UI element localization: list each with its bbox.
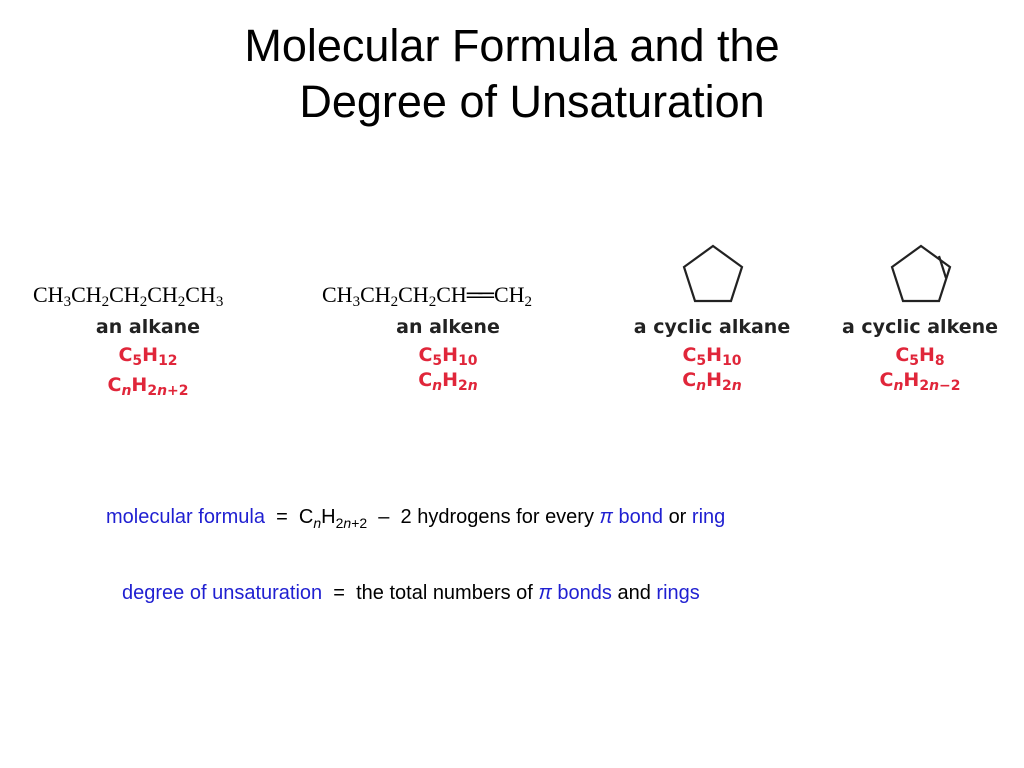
general-formula-cyclic-alkene: CnH2n−2 [879,369,961,394]
equation-degree-of-unsaturation: degree of unsaturation = the total numbe… [122,582,700,604]
label-alkane: an alkane [95,316,201,338]
title-line-1: Molecular Formula and the [244,20,780,71]
title-line-2: Degree of Unsaturation [299,76,765,127]
formula-cyclic-alkane: C5H10 [682,344,742,369]
general-formula-cyclic-alkane: CnH2n [682,369,742,394]
label-cyclic-alkene: a cyclic alkene [841,316,998,338]
alkane-structure: CH3CH2CH2CH2CH3 [33,282,224,310]
cyclopentene-ring-icon [890,244,952,303]
equation-molecular-formula: molecular formula = CnH2n+2 – 2 hydrogen… [106,506,726,531]
formula-alkene: C5H10 [418,344,478,369]
term-degree-of-unsaturation: degree of unsaturation [122,582,323,604]
general-formula-alkane: CnH2n+2 [107,374,189,399]
formula-cyclic-alkene: C5H8 [895,344,945,369]
term-molecular-formula: molecular formula [106,506,265,528]
formula-alkane: C5H12 [118,344,178,369]
general-formula-alkene: CnH2n [418,369,478,394]
alkene-structure: CH3CH2CH2CH══CH2 [322,282,532,310]
cyclopentane-ring-icon [682,244,744,303]
slide-title: Molecular Formula and the Degree of Unsa… [0,18,1024,130]
double-bond: ══ [466,282,494,307]
label-cyclic-alkane: a cyclic alkane [633,316,791,338]
label-alkene: an alkene [396,316,500,338]
